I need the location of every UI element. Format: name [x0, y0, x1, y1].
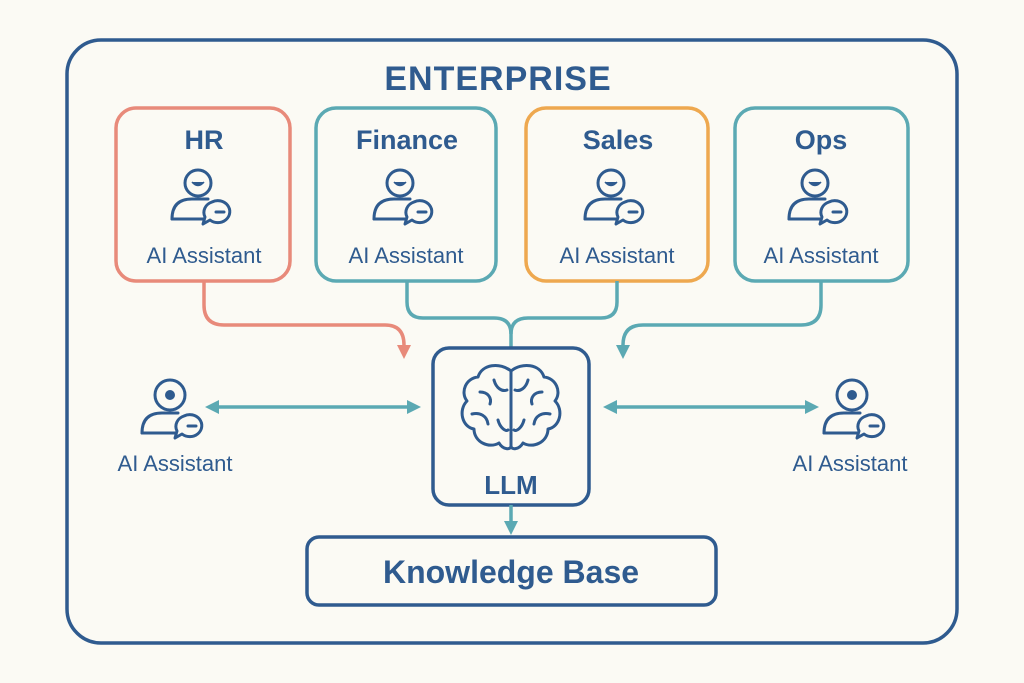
brain-icon: [460, 364, 562, 451]
department-name: HR: [185, 125, 224, 155]
llm-box[interactable]: LLM: [431, 346, 591, 507]
department-name: Sales: [583, 125, 654, 155]
right-ai-assistant[interactable]: AI Assistant: [793, 378, 908, 476]
finance-connector: [405, 281, 513, 347]
department-assistant-label: AI Assistant: [147, 243, 262, 268]
department-card-finance[interactable]: Finance AI Assistant: [314, 106, 498, 283]
sales-connector: [509, 281, 619, 335]
left-ai-assistant[interactable]: AI Assistant: [118, 378, 233, 476]
department-name: Finance: [356, 125, 458, 155]
person-chat-icon: [583, 168, 645, 226]
hr-connector-arrow: [202, 281, 411, 359]
department-name: Ops: [795, 125, 848, 155]
person-chat-icon: [372, 168, 434, 226]
department-card-ops[interactable]: Ops AI Assistant: [733, 106, 910, 283]
right-assistant-label: AI Assistant: [793, 451, 908, 476]
department-assistant-label: AI Assistant: [349, 243, 464, 268]
department-card-sales[interactable]: Sales AI Assistant: [524, 106, 710, 283]
person-chat-icon: [787, 168, 849, 226]
person-chat-icon: [140, 378, 204, 440]
knowledge-base-label: Knowledge Base: [383, 554, 639, 590]
department-assistant-label: AI Assistant: [560, 243, 675, 268]
ops-connector-arrow: [616, 281, 823, 359]
department-assistant-label: AI Assistant: [764, 243, 879, 268]
department-card-hr[interactable]: HR AI Assistant: [114, 106, 292, 283]
enterprise-frame: [65, 38, 959, 645]
left-assistant-label: AI Assistant: [118, 451, 233, 476]
knowledge-base-box[interactable]: Knowledge Base: [305, 535, 718, 607]
person-chat-icon: [822, 378, 886, 440]
enterprise-title: ENTERPRISE: [384, 60, 611, 98]
person-chat-icon: [170, 168, 232, 226]
llm-label: LLM: [484, 470, 537, 500]
